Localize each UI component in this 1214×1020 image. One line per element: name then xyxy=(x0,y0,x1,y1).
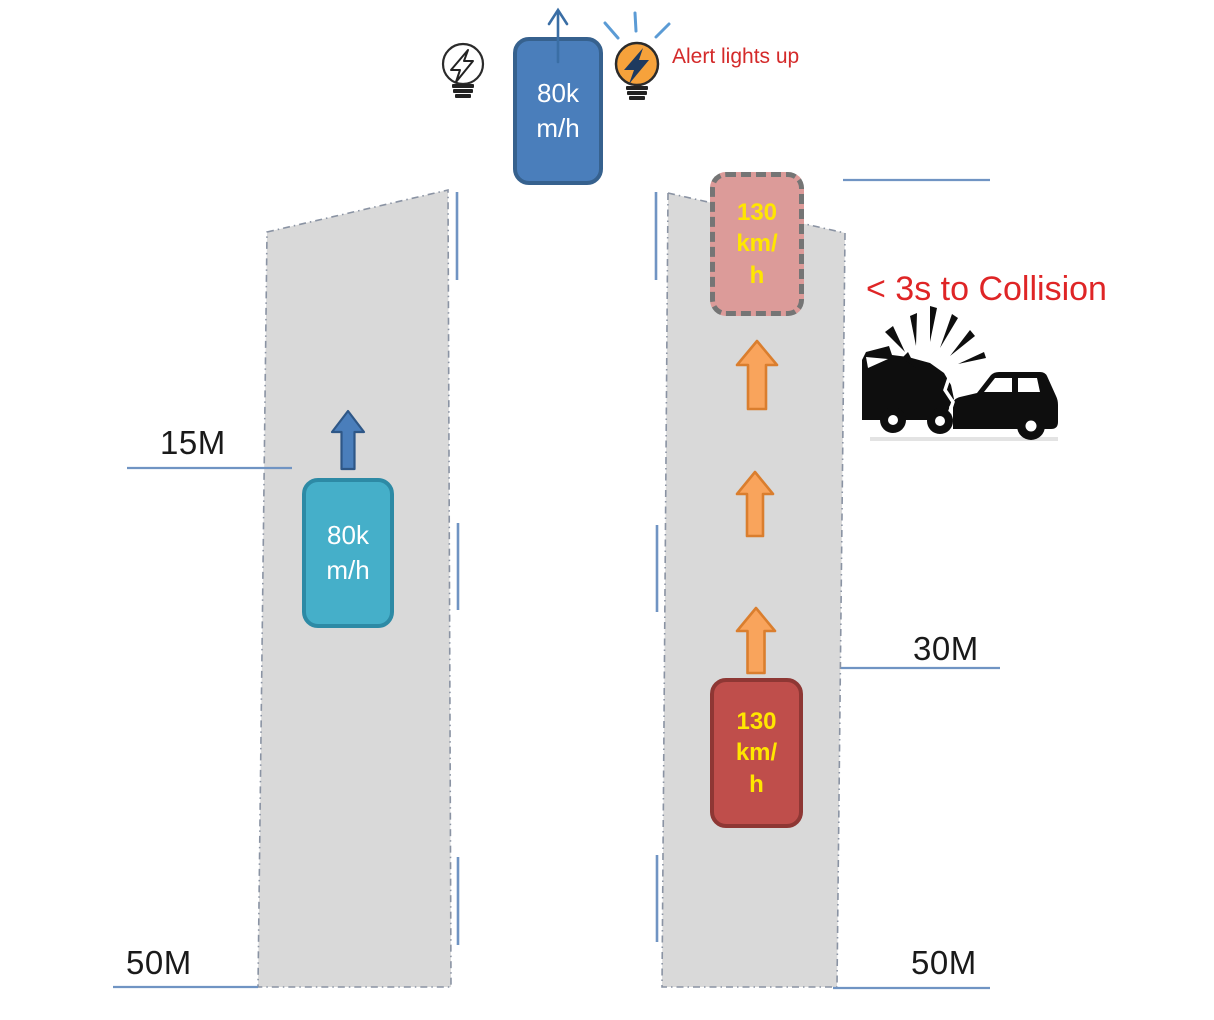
collision-warning-label: < 3s to Collision xyxy=(866,270,1107,308)
alert-lights-up-label: Alert lights up xyxy=(672,45,800,68)
orange-up-arrow-icon xyxy=(735,606,777,675)
label-30m: 30M xyxy=(913,630,979,667)
approaching-vehicle-speed: 80k m/h xyxy=(536,77,580,143)
lightning-bolt-icon xyxy=(624,48,649,84)
bulb-idle-icon xyxy=(441,42,485,98)
projected-vehicle-box: 130 km/ h xyxy=(710,172,804,316)
label-15m: 15M xyxy=(160,424,226,461)
blue-up-arrow-icon xyxy=(330,409,366,471)
left-lane-vehicle-box: 80k m/h xyxy=(302,478,394,628)
alert-rays-icon xyxy=(603,11,671,40)
orange-up-arrow-icon xyxy=(735,470,775,538)
right-lane-vehicle-box: 130 km/ h xyxy=(710,678,803,828)
orange-up-arrows xyxy=(735,339,779,675)
left-lane-vehicle-speed: 80k m/h xyxy=(326,519,370,585)
right-lane-vehicle-speed: 130 km/ h xyxy=(735,708,778,798)
approaching-vehicle-box: 80k m/h xyxy=(513,37,603,185)
projected-vehicle-speed: 130 km/ h xyxy=(736,199,778,289)
lane-tick-marks xyxy=(455,192,659,945)
label-50m-right: 50M xyxy=(911,944,977,981)
car-crash-icon xyxy=(862,306,1058,441)
orange-up-arrow-icon xyxy=(735,339,779,411)
impact-starburst-icon xyxy=(885,306,986,368)
bulb-alert-icon xyxy=(603,11,671,100)
lightning-bolt-icon xyxy=(450,49,474,83)
label-50m-left: 50M xyxy=(126,944,192,981)
